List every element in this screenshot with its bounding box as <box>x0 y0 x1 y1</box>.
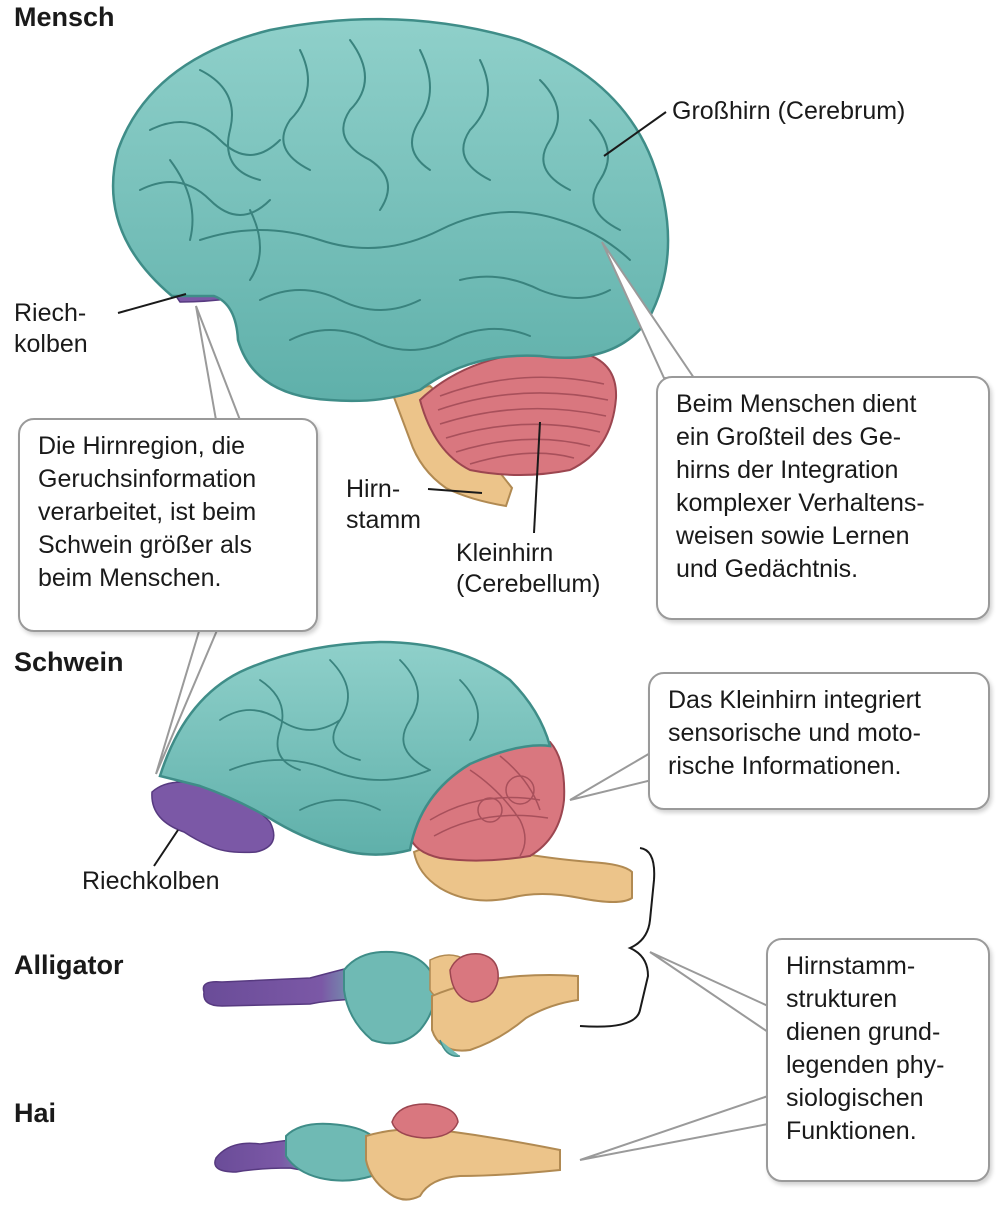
species-label-mensch: Mensch <box>14 2 115 32</box>
pig-cerebrum <box>158 640 552 856</box>
alligator-brain <box>202 950 579 1057</box>
pig-cerebrum-gyri <box>219 659 479 811</box>
species-label-alligator: Alligator <box>14 950 124 980</box>
human-cerebrum-gyri <box>139 39 631 351</box>
human-cerebellum-folia <box>437 376 609 465</box>
callout-kleinhirn: Das Kleinhirn integriert sensorische und… <box>648 672 990 810</box>
label-hirnstamm: Hirn- stamm <box>346 475 421 534</box>
alligator-cerebellum <box>449 953 499 1003</box>
callout-grosshirn: Beim Menschen dient ein Großteil des Ge-… <box>656 376 990 620</box>
human-cerebrum <box>111 17 670 403</box>
species-label-schwein: Schwein <box>14 647 124 677</box>
shark-brain <box>214 1103 561 1201</box>
species-label-hai: Hai <box>14 1098 57 1128</box>
brainstem-brace <box>579 847 656 1028</box>
pig-cerebellum-folia <box>429 755 549 857</box>
shark-cerebellum <box>391 1103 459 1139</box>
shark-brainstem <box>365 1127 561 1201</box>
pig-brain <box>151 640 633 903</box>
shark-forebrain <box>285 1122 373 1182</box>
callout-riechkolben: Die Hirnregion, die Geruchsinformation v… <box>18 418 318 632</box>
label-riechkolben-schwein: Riechkolben <box>82 867 220 895</box>
alligator-cerebrum <box>343 950 437 1045</box>
callout-hirnstamm: Hirnstamm- strukturen dienen grund- lege… <box>766 938 990 1182</box>
label-kleinhirn: Kleinhirn (Cerebellum) <box>456 539 601 598</box>
human-brain <box>111 17 670 534</box>
label-grosshirn: Großhirn (Cerebrum) <box>672 97 906 125</box>
label-riechkolben-mensch: Riech- kolben <box>14 299 88 358</box>
callout-pointers <box>155 241 769 1161</box>
